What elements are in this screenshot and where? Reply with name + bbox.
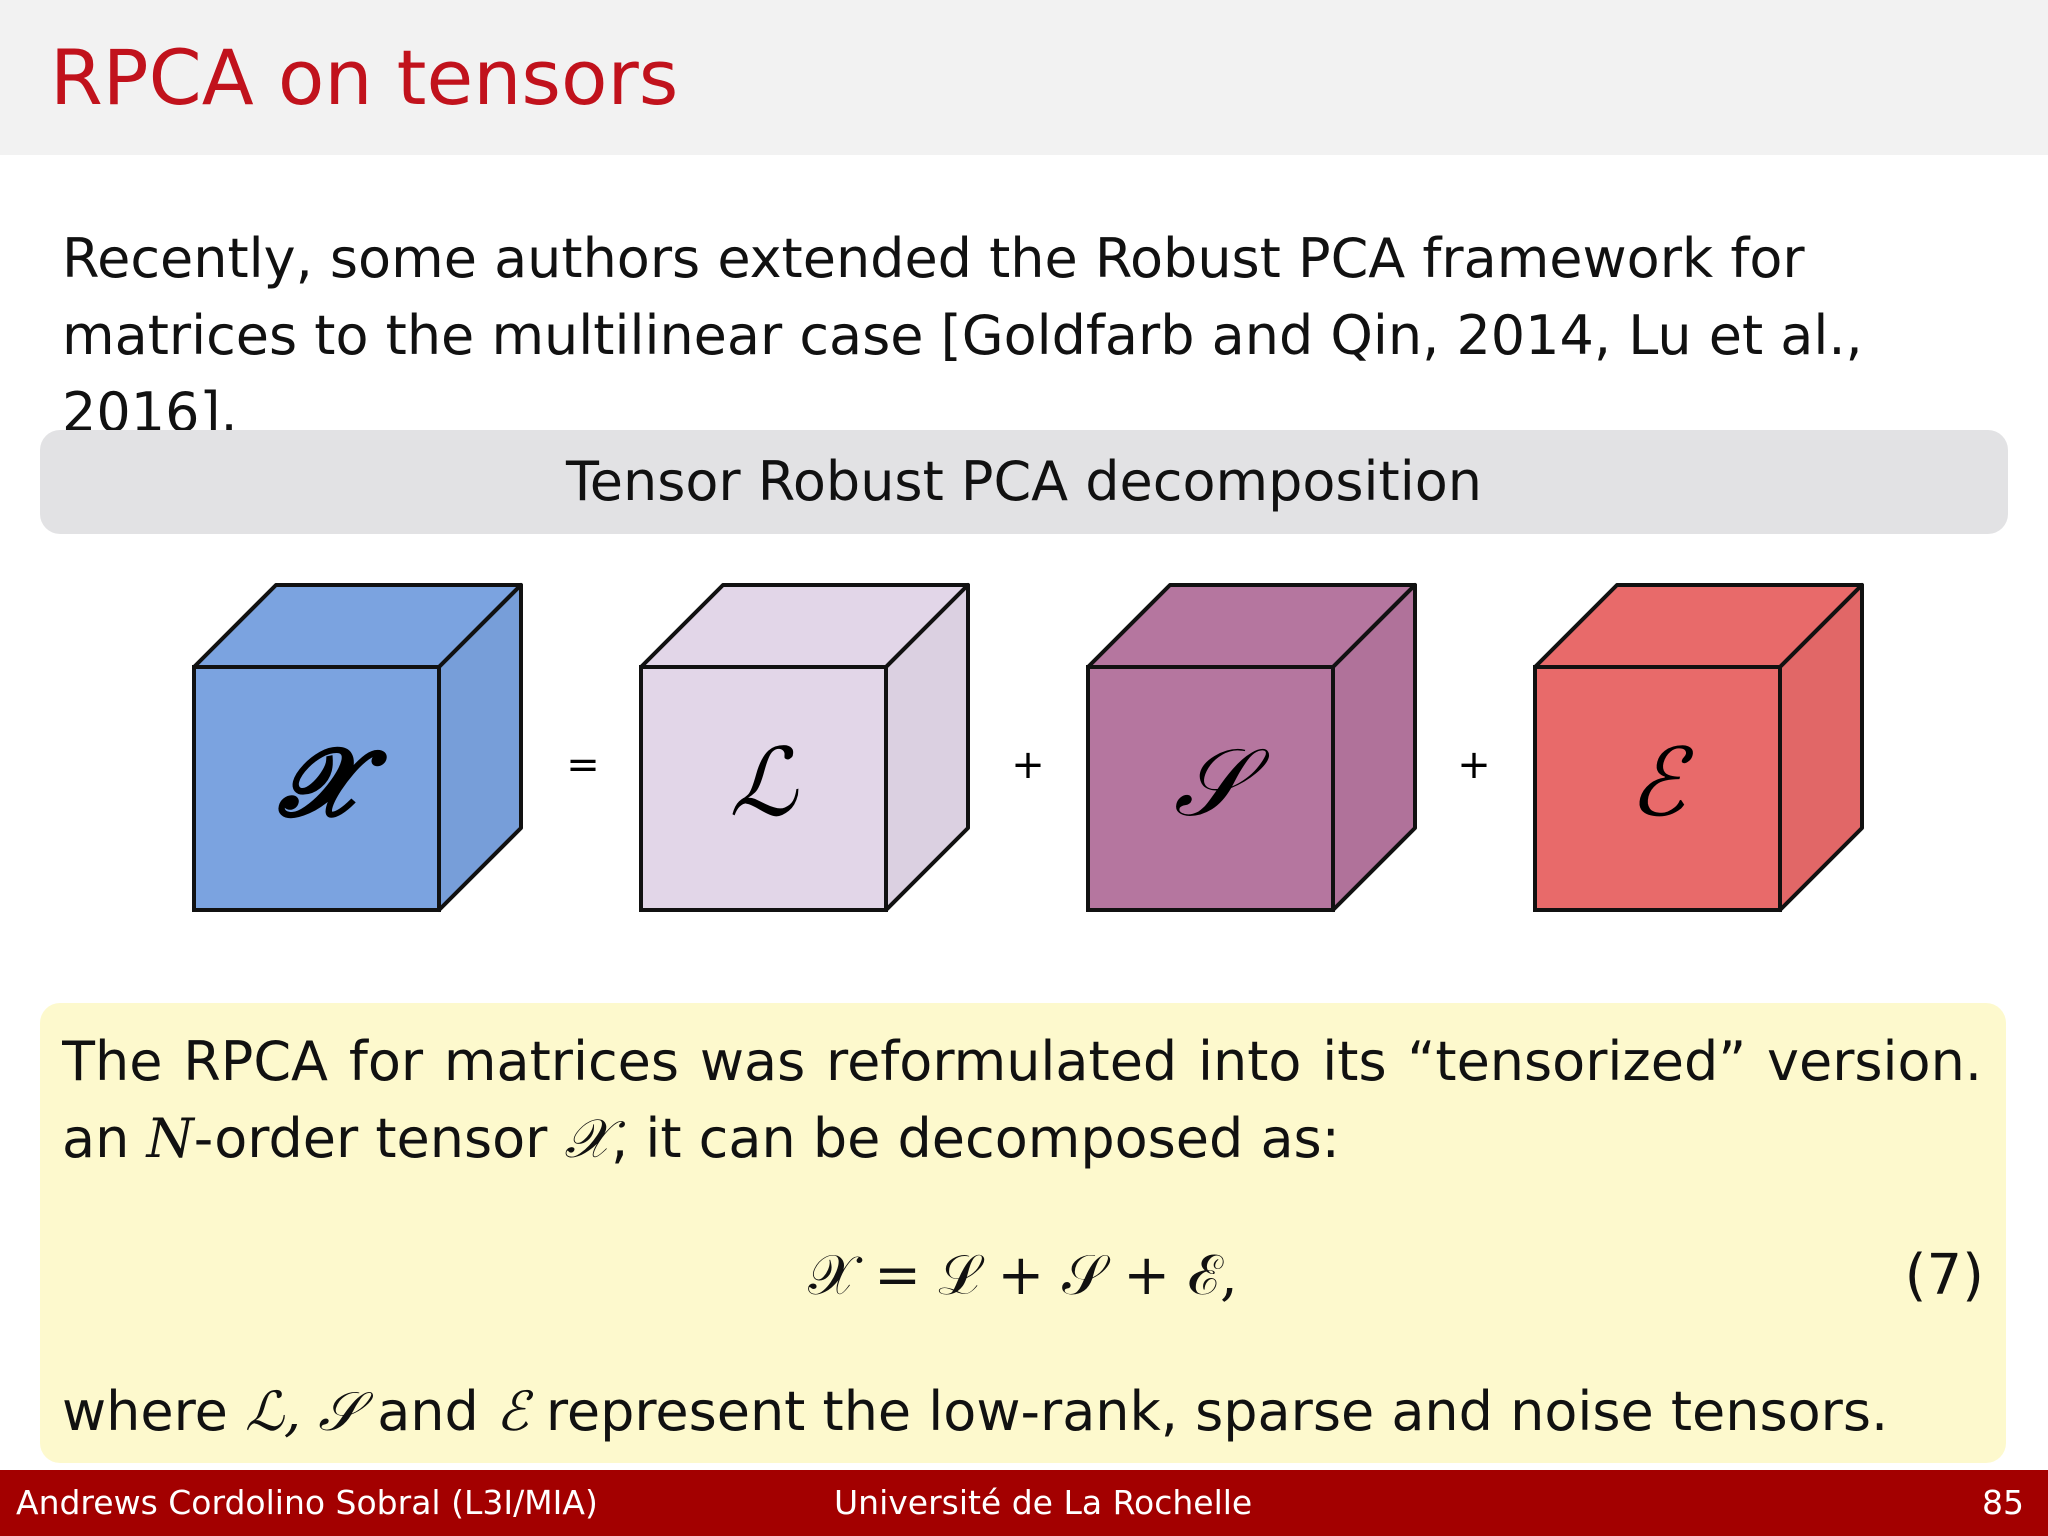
equation: 𝒳 = ℒ + 𝒮 + ℰ,	[808, 1243, 1238, 1308]
cube-e: ℰ	[1533, 583, 1864, 912]
note-line-3: where ℒ, 𝒮 and ℰ represent the low-rank,…	[62, 1380, 1889, 1443]
equals-sign: =	[566, 742, 600, 788]
cube-s: 𝒮	[1086, 583, 1417, 912]
equation-number: (7)	[1904, 1243, 1984, 1308]
plus-sign-1: +	[1011, 742, 1045, 788]
x-symbol: 𝒳	[564, 1107, 611, 1170]
intro-paragraph: Recently, some authors extended the Robu…	[62, 227, 1863, 444]
n-symbol: N	[146, 1107, 194, 1170]
cube-s-front	[1086, 665, 1335, 912]
footer-institution: Université de La Rochelle	[834, 1483, 1253, 1522]
note-line-1: The RPCA for matrices was reformulated i…	[62, 1030, 1982, 1093]
tensor-decomposition-diagram: 𝓧 = ℒ + 𝒮 + ℰ	[192, 583, 1864, 912]
plus-sign-2: +	[1457, 742, 1491, 788]
explanation-block: The RPCA for matrices was reformulated i…	[40, 1003, 2006, 1463]
ls-symbols: ℒ, 𝒮	[245, 1380, 361, 1443]
slide-title: RPCA on tensors	[50, 33, 679, 122]
footer-bar: Andrews Cordolino Sobral (L3I/MIA) Unive…	[0, 1470, 2048, 1536]
e-symbol: ℰ	[495, 1380, 529, 1443]
cube-l: ℒ	[639, 583, 970, 912]
cube-e-label: ℰ	[1629, 729, 1695, 838]
cube-e-front	[1533, 665, 1782, 912]
cube-x-front	[192, 665, 441, 912]
title-bar: RPCA on tensors	[0, 0, 2048, 155]
footer-author: Andrews Cordolino Sobral (L3I/MIA)	[16, 1483, 598, 1522]
cube-x: 𝓧	[192, 583, 523, 912]
page-number: 85	[1982, 1483, 2024, 1522]
block-title: Tensor Robust PCA decomposition	[40, 430, 2008, 534]
cube-l-label: ℒ	[729, 729, 799, 838]
cube-l-front	[639, 665, 888, 912]
note-line-2: an N-order tensor 𝒳, it can be decompose…	[62, 1107, 1340, 1170]
